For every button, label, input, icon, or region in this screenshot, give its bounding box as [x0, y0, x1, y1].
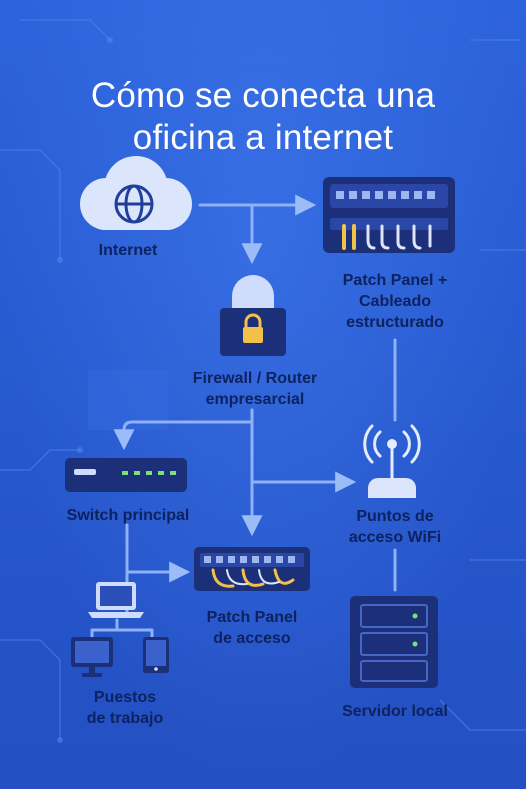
patch-panel-main-label-line-2: Cableado — [358, 293, 431, 310]
patch-panel-main-node — [322, 176, 456, 254]
switch-label: Switch principal — [66, 507, 190, 524]
patch-panel-access-label-line-2: de acceso — [213, 630, 291, 647]
wifi-label-line-1: Puntos de — [356, 508, 434, 525]
title-line-2: oficina a internet — [132, 118, 394, 158]
server-node — [349, 595, 439, 689]
workstations-label-line-2: de trabajo — [86, 710, 164, 727]
patch-panel-access-node — [193, 546, 311, 592]
cloud-globe-icon — [80, 156, 192, 230]
internet-label: Internet — [98, 242, 158, 259]
internet-node — [66, 152, 202, 238]
workstations-label-line-1: Puestos — [93, 689, 157, 706]
lock-icon — [220, 275, 286, 356]
patch-panel-main-label: Patch Panel + Cableado estructurado — [320, 270, 470, 333]
tablet-icon — [143, 637, 169, 673]
page-title: Cómo se conecta una oficina a internet — [0, 75, 526, 159]
server-icon — [350, 596, 438, 688]
server-label: Servidor local — [342, 703, 448, 720]
patch-panel-main-label-line-3: estructurado — [346, 314, 444, 331]
switch-icon — [65, 458, 187, 492]
laptop-icon — [88, 582, 144, 618]
patch-panel-access-label-line-1: Patch Panel — [206, 609, 298, 626]
monitor-node — [70, 636, 114, 678]
firewall-label: Firewall / Router empresarcial — [170, 368, 340, 410]
tablet-node — [142, 636, 170, 674]
patch-panel-main-label-line-1: Patch Panel + — [342, 272, 448, 289]
wire-firewall-switch — [113, 420, 254, 451]
wire-workstation-fork — [90, 618, 154, 642]
wifi-node — [354, 420, 430, 500]
patch-panel-icon — [194, 547, 310, 591]
firewall-node — [218, 270, 288, 358]
firewall-label-line-2: empresarcial — [205, 391, 305, 408]
wifi-label-line-2: acceso WiFi — [348, 529, 442, 546]
monitor-icon — [71, 637, 113, 677]
switch-node — [64, 457, 188, 493]
laptop-node — [88, 580, 144, 620]
title-line-1: Cómo se conecta una — [90, 76, 436, 116]
firewall-label-line-1: Firewall / Router — [192, 370, 318, 387]
wifi-label: Puntos de acceso WiFi — [325, 506, 465, 548]
wifi-access-point-icon — [363, 424, 421, 498]
patch-panel-icon — [323, 177, 455, 253]
patch-panel-access-label: Patch Panel de acceso — [180, 607, 324, 649]
workstations-label: Puestos de trabajo — [60, 687, 190, 729]
